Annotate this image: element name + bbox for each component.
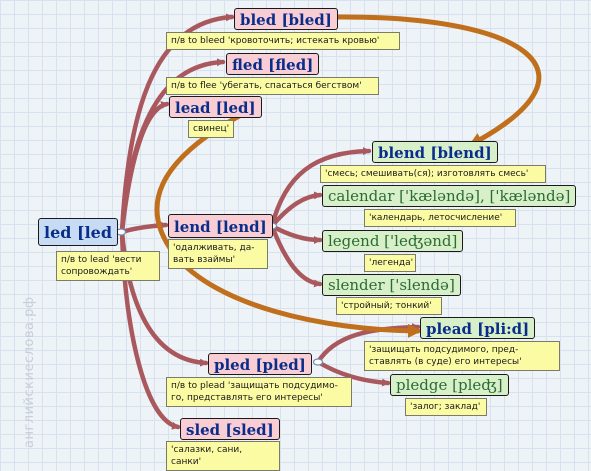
note-bled: п/в to bleed 'кровоточить; истекать кров… [166, 32, 400, 51]
link-lend-legend [269, 223, 323, 244]
watermark-text: английскиеслова.рф [22, 296, 37, 449]
node-legend[interactable]: legend ['leʤənd] [322, 230, 464, 252]
link-pled-pledge [315, 359, 391, 387]
node-slender[interactable]: slender ['slendə] [322, 274, 461, 296]
note-led: п/в to lead 'вести сопровождать' [56, 251, 160, 282]
node-lend[interactable]: lend [lend] [168, 214, 273, 238]
node-fled[interactable]: fled [fled] [226, 53, 320, 75]
note-calendar: 'календарь, летосчисление' [364, 209, 516, 228]
note-sled: 'салазки, сани, санки' [166, 441, 280, 471]
note-pledge: 'залог; заклад' [405, 398, 487, 417]
link-lend-slender [269, 223, 323, 288]
node-bled[interactable]: bled [bled] [234, 8, 338, 30]
note-blend: 'смесь; смешивать(ся); изготовлять смесь… [320, 165, 546, 184]
crosslink-bled-blend [331, 14, 542, 147]
note-lead: свинец' [188, 120, 234, 139]
note-fled: п/в to flee 'убегать, спасаться бегством… [166, 77, 379, 96]
expander-pled [312, 358, 324, 366]
note-slender: 'стройный; тонкий' [336, 297, 442, 316]
note-plead: 'защищать подсудимого, пред- ставлять (в… [364, 341, 560, 372]
node-sled[interactable]: sled [sled] [180, 418, 280, 440]
node-lead[interactable]: lead [led] [169, 96, 262, 118]
node-pledge[interactable]: pledge [pleʤ] [390, 374, 509, 396]
link-lend-calendar [269, 191, 323, 229]
mind-map-canvas: английскиеслова.рф led [led п/в to lead … [22, 8, 577, 471]
node-pled[interactable]: pled [pled] [208, 353, 312, 375]
link-pled-plead [315, 323, 421, 365]
node-plead[interactable]: plead [pli:d] [420, 317, 536, 339]
note-lend: 'одалживать, да- вать взаймы' [168, 239, 268, 270]
node-led[interactable]: led [led [38, 218, 119, 246]
link-lend-blend [269, 147, 372, 229]
node-calendar[interactable]: calendar ['kæləndə], ['kæləndə] [322, 185, 577, 207]
note-pled: п/в to plead 'защищать подсудимо- го, пр… [166, 377, 352, 408]
node-blend[interactable]: blend [blend] [372, 141, 498, 163]
link-led-lead [119, 101, 170, 235]
note-legend: 'легенда' [364, 254, 416, 273]
